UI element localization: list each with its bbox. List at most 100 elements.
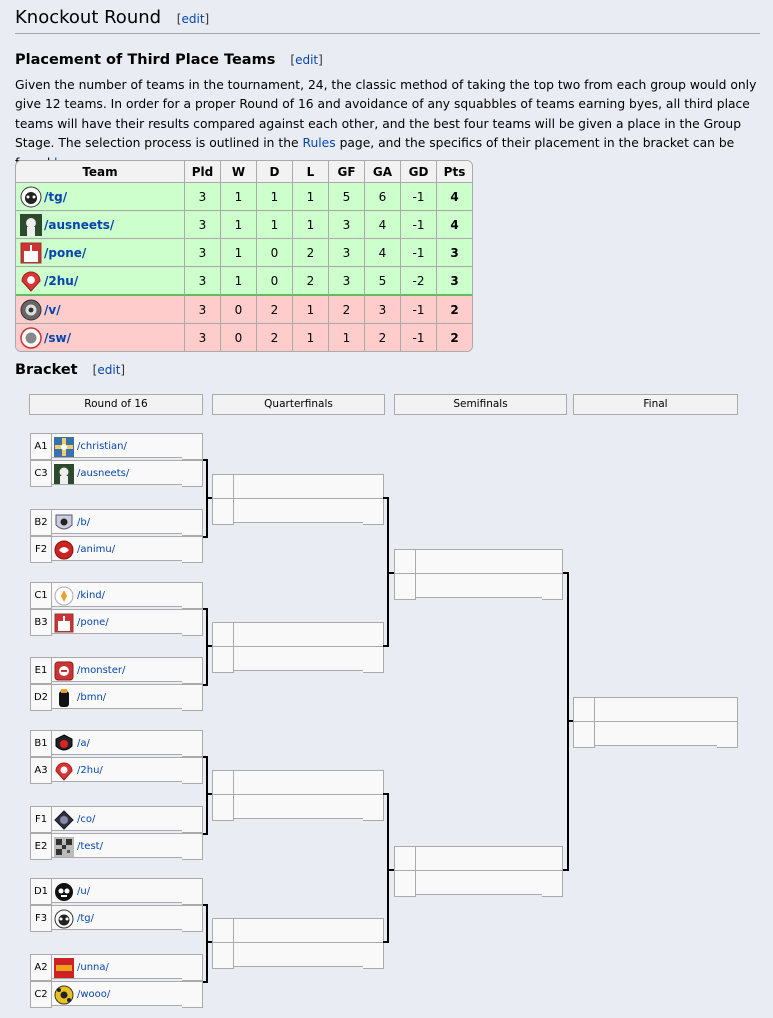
team-name-cell (234, 498, 364, 523)
seed-label: C1 (30, 582, 52, 609)
team-link[interactable]: /test/ (77, 841, 103, 852)
team-link[interactable]: /ausneets/ (77, 468, 130, 479)
team-link[interactable]: /2hu/ (77, 765, 103, 776)
team-link[interactable]: /kind/ (77, 590, 105, 601)
cell-pts: 2 (437, 324, 472, 351)
team-link[interactable]: /pone/ (77, 617, 109, 628)
score-cell (363, 498, 384, 525)
team-link[interactable]: /b/ (77, 517, 91, 528)
bracket-connector (206, 793, 212, 795)
team-name-cell: /wooo/ (52, 981, 183, 1006)
team-name-cell: /bmn/ (52, 684, 183, 709)
seed-label (212, 474, 234, 501)
team-name-cell: /monster/ (52, 657, 183, 682)
bracket-edit-link[interactable]: edit (97, 363, 121, 377)
cell-ga: 4 (365, 239, 401, 267)
team-link[interactable]: /sw/ (44, 330, 71, 345)
r16-slot: E1 /monster/ (30, 657, 203, 684)
team-cell: /tg/ (16, 183, 185, 211)
team-link[interactable]: /u/ (77, 886, 91, 897)
r16-slot: D2 /bmn/ (30, 684, 203, 711)
seed-label: C2 (30, 981, 52, 1008)
score-cell (363, 474, 384, 501)
seed-label: A2 (30, 954, 52, 981)
placement-heading: Placement of Third Place Teams [edit] (15, 50, 323, 70)
r16-slot: C3 /ausneets/ (30, 460, 203, 487)
team-link[interactable]: /wooo/ (77, 989, 111, 1000)
qf-slot (212, 942, 386, 969)
header-pld: Pld (185, 161, 221, 183)
seed-label (212, 942, 234, 969)
team-name-cell (234, 474, 364, 499)
team-link[interactable]: /2hu/ (44, 273, 79, 288)
team-link[interactable]: /tg/ (44, 189, 68, 204)
team-link[interactable]: /monster/ (77, 665, 126, 676)
placement-paragraph: Given the number of teams in the tournam… (15, 76, 760, 173)
cell-pld: 3 (185, 183, 221, 211)
cell-d: 0 (257, 239, 293, 267)
cell-gf: 5 (329, 183, 365, 211)
ausneets-logo-icon (54, 463, 74, 484)
cell-pts: 4 (437, 211, 472, 239)
bracket-connector (203, 756, 208, 758)
seed-label (394, 549, 416, 576)
team-cell: /2hu/ (16, 267, 185, 296)
score-cell (363, 770, 384, 797)
team-link[interactable]: /bmn/ (77, 692, 107, 703)
team-link[interactable]: /unna/ (77, 962, 109, 973)
score-cell (182, 878, 203, 905)
team-link[interactable]: /pone/ (44, 245, 87, 260)
2hu-logo-icon (55, 762, 73, 781)
cell-w: 1 (221, 211, 257, 239)
team-link[interactable]: /tg/ (77, 913, 95, 924)
team-link[interactable]: /christian/ (77, 441, 127, 452)
bracket-connector (206, 904, 208, 983)
team-link[interactable]: /ausneets/ (44, 217, 115, 232)
team-name-cell (234, 794, 364, 819)
bracket-connector (206, 497, 212, 499)
round-header-qf: Quarterfinals (212, 394, 385, 415)
placement-edit: [edit] (290, 53, 323, 67)
seed-label (573, 697, 595, 724)
placement-edit-link[interactable]: edit (295, 53, 319, 67)
seed-label: E2 (30, 833, 52, 860)
cell-pld: 3 (185, 296, 221, 324)
cell-ga: 4 (365, 211, 401, 239)
team-link[interactable]: /v/ (44, 302, 61, 317)
team-link[interactable]: /co/ (77, 814, 96, 825)
seed-label: A3 (30, 757, 52, 784)
seed-label: A1 (30, 433, 52, 460)
kind-logo-icon (54, 586, 74, 605)
team-name-cell (416, 870, 543, 895)
bracket-connector (206, 645, 212, 647)
cell-pld: 3 (185, 267, 221, 296)
team-link[interactable]: /animu/ (77, 544, 116, 555)
bracket-connector (203, 459, 208, 461)
final-slot (573, 697, 740, 724)
cell-ga: 2 (365, 324, 401, 351)
cell-pld: 3 (185, 239, 221, 267)
score-cell (542, 549, 563, 576)
cell-gd: -2 (401, 267, 437, 296)
cell-gf: 3 (329, 267, 365, 296)
team-name-cell: /co/ (52, 806, 183, 831)
header-pts: Pts (437, 161, 472, 183)
score-cell (363, 622, 384, 649)
team-link[interactable]: /a/ (77, 738, 90, 749)
section-edit-link[interactable]: edit (181, 12, 205, 26)
r16-slot: A3 /2hu/ (30, 757, 203, 784)
tg-logo-icon (54, 909, 74, 928)
score-cell (182, 757, 203, 784)
rules-link[interactable]: Rules (302, 136, 336, 151)
score-cell (182, 905, 203, 932)
qf-slot (212, 646, 386, 673)
bracket-connector (383, 793, 389, 795)
score-cell (182, 460, 203, 487)
seed-label (212, 622, 234, 649)
u-logo-icon (55, 882, 73, 901)
pone-logo-icon (54, 613, 74, 632)
team-cell: /ausneets/ (16, 211, 185, 239)
bracket-connector (567, 720, 573, 722)
